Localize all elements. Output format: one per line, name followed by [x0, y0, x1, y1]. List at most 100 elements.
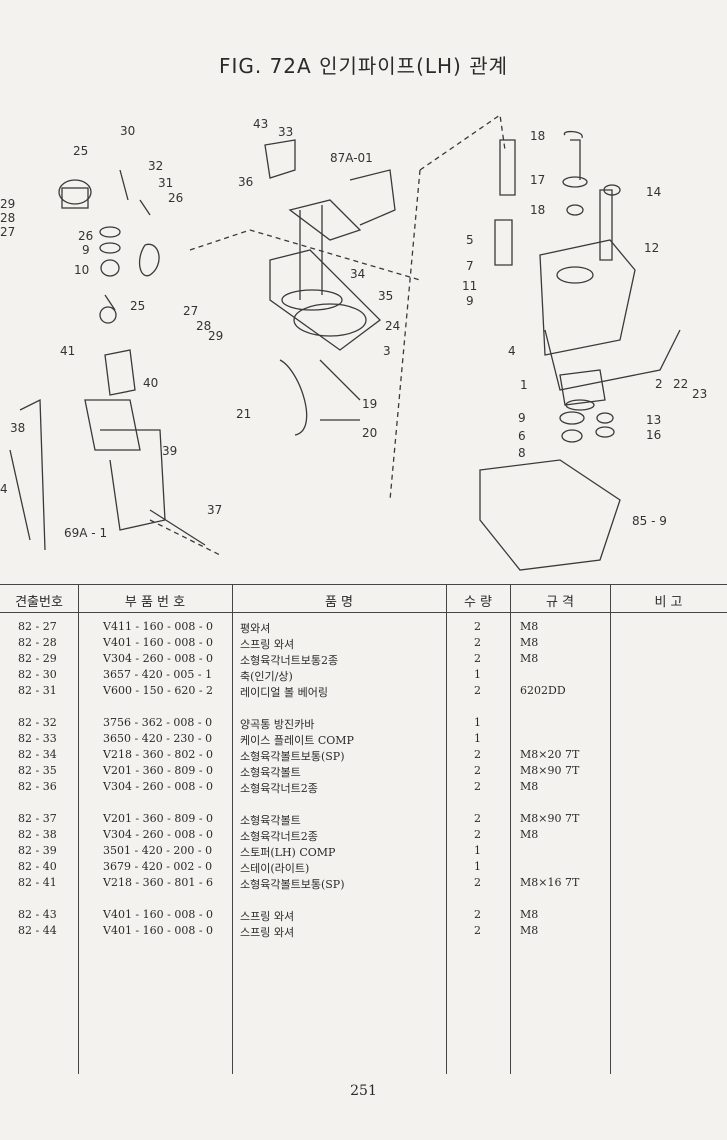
cell-no: 82 - 28 — [18, 636, 57, 649]
cell-spec: M8 — [520, 908, 539, 921]
header-remarks: 비 고 — [654, 595, 683, 610]
callout-label: 32 — [148, 159, 163, 173]
callout-label: 29 — [208, 329, 223, 343]
callout-label: 85 - 9 — [632, 514, 667, 528]
cell-qty: 2 — [474, 828, 481, 841]
cell-part-no: V304 - 260 - 008 - 0 — [103, 652, 214, 665]
cell-spec: M8×90 7T — [520, 764, 580, 777]
callout-label: 9 — [518, 411, 526, 425]
cell-name: 레이디얼 볼 베어링 — [240, 686, 328, 699]
callout-label: 41 — [60, 344, 75, 358]
cell-part-no: V201 - 360 - 809 - 0 — [103, 812, 214, 825]
callout-label: 3 — [383, 344, 391, 358]
header-part-no: 부 품 번 호 — [124, 595, 186, 610]
callout-label: 31 — [158, 176, 173, 190]
cell-name: 양곡통 방진카바 — [240, 718, 315, 731]
cell-part-no: 3756 - 362 - 008 - 0 — [103, 716, 213, 729]
cell-no: 82 - 31 — [18, 684, 57, 697]
cell-spec: M8 — [520, 828, 539, 841]
callout-label: 11 — [462, 279, 477, 293]
callout-label: 33 — [278, 125, 293, 139]
cell-name: 소형육각볼트 — [240, 766, 301, 779]
cell-qty: 2 — [474, 908, 481, 921]
callout-label: 34 — [350, 267, 365, 281]
cell-name: 스프링 와셔 — [240, 638, 295, 651]
callout-label: 37 — [207, 503, 222, 517]
cell-name: 평와셔 — [240, 622, 271, 635]
cell-name: 스테이(라이트) — [240, 862, 310, 875]
cell-name: 스프링 와셔 — [240, 910, 295, 923]
cell-spec: M8×16 7T — [520, 876, 580, 889]
column-divider — [232, 584, 233, 1074]
cell-qty: 2 — [474, 924, 481, 937]
cell-no: 82 - 38 — [18, 828, 57, 841]
callout-label: 27 — [0, 225, 15, 239]
cell-no: 82 - 32 — [18, 716, 57, 729]
cell-no: 82 - 40 — [18, 860, 57, 873]
cell-qty: 2 — [474, 636, 481, 649]
cell-name: 스토퍼(LH) COMP — [240, 846, 336, 859]
cell-no: 82 - 39 — [18, 844, 57, 857]
cell-qty: 2 — [474, 780, 481, 793]
cell-qty: 2 — [474, 812, 481, 825]
cell-no: 82 - 29 — [18, 652, 57, 665]
callout-label: 8 — [518, 446, 526, 460]
cell-qty: 1 — [474, 732, 481, 745]
cell-no: 82 - 33 — [18, 732, 57, 745]
cell-no: 82 - 44 — [18, 924, 57, 937]
callout-label: 13 — [646, 413, 661, 427]
cell-spec: M8 — [520, 620, 539, 633]
cell-name: 소형육각너트보통2종 — [240, 654, 339, 667]
callout-label: 30 — [120, 124, 135, 138]
cell-qty: 2 — [474, 684, 481, 697]
cell-part-no: V401 - 160 - 008 - 0 — [103, 908, 214, 921]
header-name: 품 명 — [324, 595, 354, 610]
callout-label: 6 — [518, 429, 526, 443]
cell-spec: M8 — [520, 652, 539, 665]
cell-part-no: V218 - 360 - 801 - 6 — [103, 876, 214, 889]
cell-no: 82 - 36 — [18, 780, 57, 793]
callout-label: 4 — [508, 344, 516, 358]
table-top-rule — [0, 584, 727, 585]
callout-label: 43 — [253, 117, 268, 131]
header-spec: 규 격 — [545, 595, 575, 610]
cell-spec: M8 — [520, 636, 539, 649]
cell-part-no: 3501 - 420 - 200 - 0 — [103, 844, 213, 857]
callout-label: 20 — [362, 426, 377, 440]
cell-qty: 1 — [474, 844, 481, 857]
cell-part-no: V304 - 260 - 008 - 0 — [103, 828, 214, 841]
cell-spec: 6202DD — [520, 684, 566, 697]
cell-part-no: 3650 - 420 - 230 - 0 — [103, 732, 213, 745]
callout-label: 38 — [10, 421, 25, 435]
cell-qty: 1 — [474, 668, 481, 681]
cell-spec: M8×90 7T — [520, 812, 580, 825]
callout-label: 2 — [655, 377, 663, 391]
cell-part-no: V218 - 360 - 802 - 0 — [103, 748, 214, 761]
callout-label: 27 — [183, 304, 198, 318]
cell-no: 82 - 35 — [18, 764, 57, 777]
header-no: 견출번호 — [15, 595, 63, 610]
cell-no: 82 - 43 — [18, 908, 57, 921]
column-divider — [446, 584, 447, 1074]
column-divider — [510, 584, 511, 1074]
exploded-parts-diagram: 30 25 32 31 26 29 28 27 26 9 10 25 27 28… — [0, 113, 707, 571]
cell-no: 82 - 41 — [18, 876, 57, 889]
cell-no: 82 - 37 — [18, 812, 57, 825]
callout-label: 18 — [530, 203, 545, 217]
table-row: 82 - 43 V401 - 160 - 008 - 0 스프링 와셔 2 M8 — [0, 908, 727, 923]
cell-name: 소형육각볼트보통(SP) — [240, 878, 345, 891]
callout-label: 19 — [362, 397, 377, 411]
cell-part-no: V411 - 160 - 008 - 0 — [103, 620, 214, 633]
cell-part-no: 3657 - 420 - 005 - 1 — [103, 668, 213, 681]
callout-label: 22 — [673, 377, 688, 391]
callout-label: 69A - 1 — [64, 526, 107, 540]
callout-label: 14 — [646, 185, 661, 199]
